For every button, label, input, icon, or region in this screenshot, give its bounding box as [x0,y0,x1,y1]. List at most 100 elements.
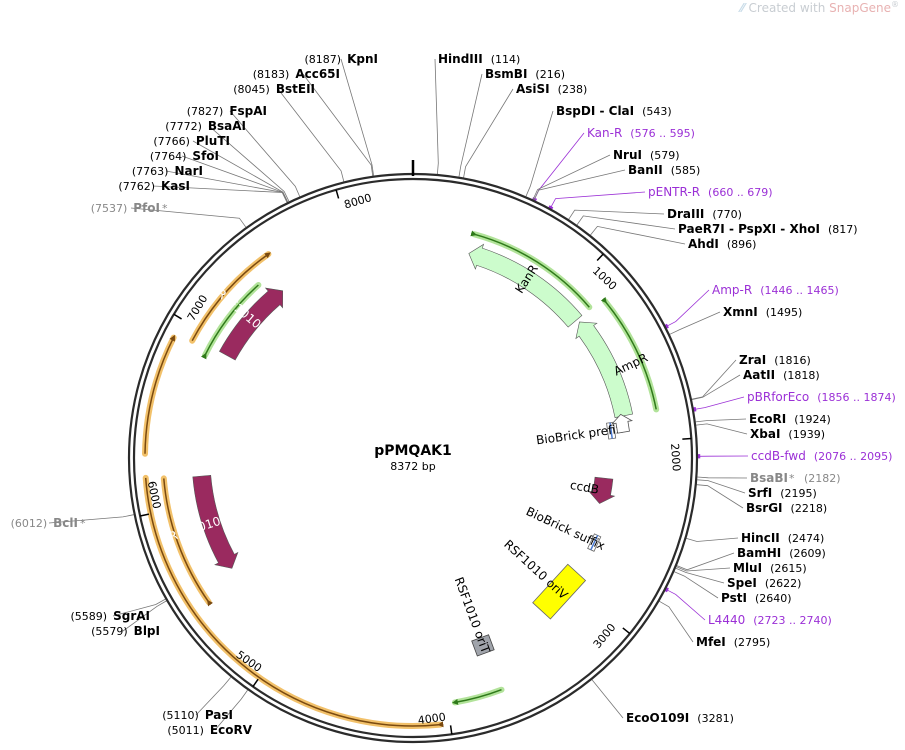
site-pluti[interactable]: PluTI(7766) [153,134,230,148]
site-bsteii[interactable]: BstEII(8045) [233,82,315,96]
site-mfei[interactable]: MfeI(2795) [696,635,770,649]
leader-line-ahdi [590,225,686,245]
feature-kanr-shape [468,243,583,328]
site-name: BsmBI [485,67,527,81]
ruler-tick [596,253,604,262]
site-bsmbi[interactable]: BsmBI(216) [485,67,565,81]
site-xbai[interactable]: XbaI(1939) [750,427,825,441]
site-sgrai[interactable]: SgrAI(5589) [71,609,150,623]
site-name: PstI [721,591,747,605]
feature-rsf1010-oriv-box [532,563,587,620]
site-draiii[interactable]: DraIII(770) [667,207,742,221]
site-hincii[interactable]: HincII(2474) [741,531,824,545]
site-position: (7766) [153,135,190,148]
site-hindiii[interactable]: HindIII(114) [438,52,520,66]
primer-amp-r[interactable]: Amp-R(1446 .. 1465) [712,283,839,297]
primer-pentr-r[interactable]: pENTR-R(660 .. 679) [648,185,773,199]
leader-line-kpni [340,58,374,176]
kanr-orf-arrow [470,230,590,308]
site-pasi[interactable]: PasI(5110) [162,708,233,722]
label-leader-lines [48,58,749,731]
site-ecori[interactable]: EcoRI(1924) [749,412,831,426]
site-paer7i-pspxi-xhoi[interactable]: PaeR7I - PspXI - XhoI (817) [678,222,858,236]
site-position: (2640) [755,592,792,605]
site-name: Acc65I [295,67,340,81]
repb-orange-arrow [163,478,213,607]
site-position: (817) [828,223,858,236]
site-position: (1924) [794,413,831,426]
site-asisi[interactable]: AsiSI(238) [516,82,587,96]
site-nari[interactable]: NarI(7763) [132,164,203,178]
backbone [127,160,699,744]
site-name: BclI [53,516,78,530]
primer-pbrforeco[interactable]: pBRforEco(1856 .. 1874) [747,390,896,404]
site-position: (8183) [253,68,290,81]
feature-rsf1010-orit[interactable] [471,634,495,657]
site-pfoi[interactable]: PfoI(7537)* [91,201,168,215]
site-aatii[interactable]: AatII(1818) [743,368,820,382]
primer-kan-r[interactable]: Kan-R(576 .. 595) [587,126,695,140]
site-mlui[interactable]: MluI(2615) [733,561,807,575]
left-orange-strand-arrow [144,334,175,454]
site-bspdi-clai[interactable]: BspDI - ClaI(543) [556,104,672,118]
site-position: (1495) [766,306,803,319]
site-name: BanII [628,163,663,177]
site-zrai[interactable]: ZraI(1816) [739,353,811,367]
ruler-tick [139,513,150,517]
site-blpi[interactable]: BlpI(5579) [91,624,160,638]
site-name: BlpI [134,624,160,638]
site-nrui[interactable]: NruI(579) [613,148,680,162]
site-bamhi[interactable]: BamHI(2609) [737,546,826,560]
watermark-prefix: Created with [748,1,830,15]
ruler-tick-label: 6000 [145,480,164,510]
site-labels[interactable]: KpnI (8187)Acc65I (8183)BstEII(8045) FspAI(… [11,52,896,737]
site-position: (7762) [118,180,155,193]
site-srfi[interactable]: SrfI(2195) [748,486,817,500]
site-psti[interactable]: PstI (2640) [721,591,792,605]
ruler-tick [335,189,340,199]
site-ahdi[interactable]: AhdI(896) [688,237,756,251]
site-ecorv[interactable]: EcoRV(5011) [167,723,252,737]
site-name: EcoO109I [626,711,689,725]
feature-rsf1010-oriv[interactable] [532,563,587,620]
site-banii[interactable]: BanII(585) [628,163,700,177]
site-name: MfeI [696,635,726,649]
plasmid-name: pPMQAK1 [374,443,452,459]
site-bsrgi[interactable]: BsrGI(2218) [746,501,827,515]
leader-line-paer7i-pspxi-xhoi [576,215,676,230]
leader-line-bamhi [676,552,735,571]
feature-ampr[interactable]: AmpR [575,321,650,418]
site-position: (770) [712,208,742,221]
feature-biobrick-suffix[interactable] [587,533,602,552]
site-name: KpnI [347,52,378,66]
site-name: PfoI [133,201,160,215]
site-xmni[interactable]: XmnI(1495) [723,305,802,319]
leader-line-bsabi [697,476,748,479]
leader-line-pfoi [130,207,247,228]
watermark-mark: ® [891,0,899,9]
site-kasi[interactable]: KasI(7762) [118,179,190,193]
feature-ccdb[interactable]: ccdB [569,476,616,504]
primer-ccdb-fwd[interactable]: ccdB-fwd(2076 .. 2095) [751,449,892,463]
site-kpni[interactable]: KpnI (8187) [305,52,378,66]
site-name: XbaI [750,427,780,441]
leader-line-psti [674,571,719,599]
site-name: HindIII [438,52,483,66]
site-acc65i[interactable]: Acc65I (8183) [253,67,340,81]
leader-line-bspdi-clai [525,110,554,197]
leader-line-pbrforeco [693,396,745,410]
site-ecoo109i[interactable]: EcoO109I(3281) [626,711,734,725]
site-bsaai[interactable]: BsaAI(7772) [165,119,246,133]
primer-l4440[interactable]: L4440(2723 .. 2740) [708,613,832,627]
feature-biobrick-prefix[interactable] [606,421,617,440]
site-name: PaeR7I - PspXI - XhoI [678,222,820,236]
site-sfoi[interactable]: SfoI(7764) [150,149,219,163]
site-name: BsaBI [750,471,788,485]
site-bsabi[interactable]: BsaBI(2182)* [750,471,841,485]
site-spei[interactable]: SpeI(2622) [727,576,801,590]
feature-kanr[interactable]: KanR [468,243,583,328]
site-fspai[interactable]: FspAI(7827) [187,104,267,118]
site-bcli[interactable]: BclI(6012)* [11,516,86,530]
site-position: (8187) [305,53,342,66]
